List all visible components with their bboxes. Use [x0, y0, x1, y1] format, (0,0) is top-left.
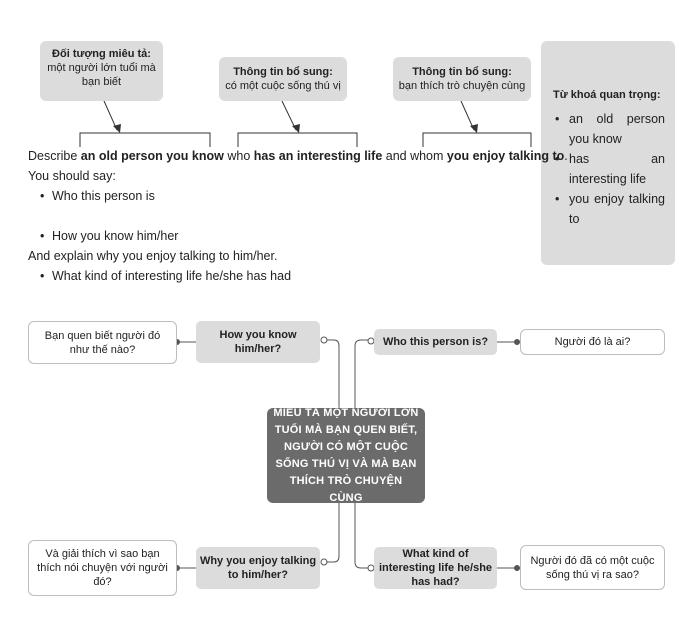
- line-who: [354, 339, 371, 408]
- note-extra-2: Thông tin bổ sung: bạn thích trò chuyện …: [393, 57, 531, 101]
- answer-what: Người đó đã có một cuộc sống thú vị ra s…: [520, 545, 665, 590]
- note-extra-1: Thông tin bổ sung: có một cuộc sống thú …: [219, 57, 347, 101]
- prompt-text: .: [564, 149, 568, 163]
- prompt-key-enjoy-talking: you enjoy talking to: [446, 149, 565, 163]
- explain-line: And explain why you enjoy talking to him…: [28, 249, 278, 263]
- note-subject-text: một người lớn tuổi mà bạn biết: [47, 62, 156, 88]
- prompt-text: Describe: [28, 149, 81, 163]
- keyword-item: has an interesting life: [555, 149, 665, 189]
- prompt-line: Describe an old person you know who has …: [28, 146, 568, 166]
- question-why: Why you enjoy talking to him/her?: [196, 547, 320, 589]
- note-extra-1-text: có một cuộc sống thú vị: [225, 80, 341, 92]
- answer-how: Bạn quen biết người đó như thế nào?: [28, 321, 177, 364]
- question-how: How you know him/her?: [196, 321, 320, 363]
- note-subject-title: Đối tượng miêu tả:: [52, 48, 151, 60]
- line-what: [354, 503, 371, 569]
- answer-who: Người đó là ai?: [520, 329, 665, 355]
- answer-why: Và giải thích vì sao bạn thích nói chuyệ…: [28, 540, 177, 596]
- prompt-key-old-person: an old person you know: [80, 149, 224, 163]
- should-say: You should say:: [28, 169, 116, 183]
- bracket-enjoy-talking: [422, 132, 532, 147]
- question-who: Who this person is?: [374, 329, 497, 355]
- arrow-head-1: [113, 124, 121, 133]
- line-why: [324, 503, 340, 563]
- prompt-text: and whom: [382, 149, 447, 163]
- line-how: [324, 339, 340, 408]
- keywords-list: an old person you know has an interestin…: [553, 109, 665, 229]
- note-extra-2-title: Thông tin bổ sung:: [412, 66, 512, 78]
- cue-bullet: How you know him/her: [40, 226, 700, 246]
- bracket-old-person: [79, 132, 211, 147]
- note-extra-2-text: bạn thích trò chuyện cùng: [398, 80, 526, 92]
- note-subject: Đối tượng miêu tả: một người lớn tuổi mà…: [40, 41, 163, 101]
- keywords-title: Từ khoá quan trọng:: [553, 89, 661, 101]
- note-extra-1-title: Thông tin bổ sung:: [233, 66, 333, 78]
- keyword-item: an old person you know: [555, 109, 665, 149]
- prompt-text: who: [223, 149, 254, 163]
- prompt-key-interesting-life: has an interesting life: [253, 149, 383, 163]
- arrow-note-2: [281, 100, 297, 131]
- cue-bullet: What kind of interesting life he/she has…: [40, 266, 700, 286]
- arrow-note-1: [103, 100, 118, 131]
- bracket-interesting-life: [237, 132, 358, 147]
- arrow-note-3: [460, 100, 475, 131]
- central-topic: MIÊU TẢ MỘT NGƯỜI LỚN TUỔI MÀ BẠN QUEN B…: [267, 407, 425, 504]
- question-what: What kind of interesting life he/she has…: [374, 547, 497, 589]
- cue-bullet: Who this person is: [40, 186, 700, 206]
